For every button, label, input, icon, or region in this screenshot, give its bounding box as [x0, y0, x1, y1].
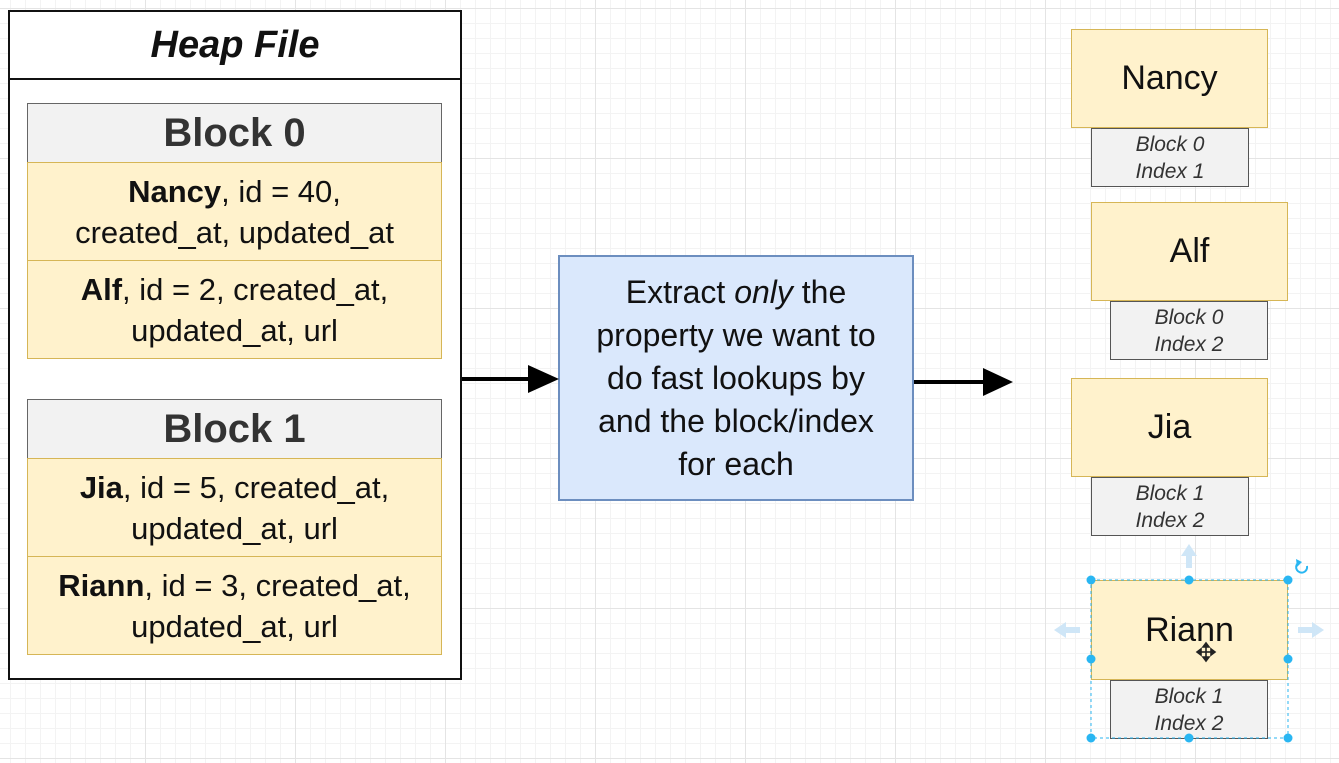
index-entry-nancy[interactable]: Nancy [1071, 29, 1268, 128]
heap-file-title: Heap File [10, 12, 460, 80]
record-riann[interactable]: Riann, id = 3, created_at, updated_at, u… [27, 556, 442, 655]
record-text: Alf, id = 2, created_at, updated_at, url [80, 271, 389, 348]
arrow-process-to-index[interactable] [914, 368, 1013, 396]
index-entry-alf[interactable]: Alf [1091, 202, 1288, 301]
connection-arrow-up-icon[interactable] [1181, 544, 1197, 568]
index-location-jia[interactable]: Block 1 Index 2 [1091, 477, 1249, 536]
index-entry-riann[interactable]: Riann [1091, 580, 1288, 680]
record-text: Riann, id = 3, created_at, updated_at, u… [58, 567, 411, 644]
connection-arrow-right-icon[interactable] [1298, 622, 1324, 638]
index-location-riann[interactable]: Block 1 Index 2 [1110, 680, 1268, 739]
record-alf[interactable]: Alf, id = 2, created_at, updated_at, url [27, 260, 442, 359]
selection-outline [1090, 579, 1289, 739]
connection-arrow-left-icon[interactable] [1054, 622, 1080, 638]
record-text: Jia, id = 5, created_at, updated_at, url [79, 469, 390, 546]
index-location-alf[interactable]: Block 0 Index 2 [1110, 301, 1268, 360]
arrow-heap-to-process[interactable] [462, 365, 559, 393]
index-location-nancy[interactable]: Block 0 Index 1 [1091, 128, 1249, 187]
record-text: Nancy, id = 40, created_at, updated_at [75, 173, 394, 250]
rotate-handle-icon[interactable] [1295, 559, 1309, 574]
record-jia[interactable]: Jia, id = 5, created_at, updated_at, url [27, 458, 442, 557]
move-cursor-icon [1195, 641, 1217, 663]
block-0-header[interactable]: Block 0 [27, 103, 442, 163]
record-nancy[interactable]: Nancy, id = 40, created_at, updated_at [27, 162, 442, 261]
selection-handles[interactable] [1086, 575, 1293, 743]
extract-process-box[interactable]: Extract only the property we want to do … [558, 255, 914, 501]
index-entry-jia[interactable]: Jia [1071, 378, 1268, 477]
process-text: Extract only the property we want to do … [596, 273, 876, 482]
block-1-header[interactable]: Block 1 [27, 399, 442, 459]
